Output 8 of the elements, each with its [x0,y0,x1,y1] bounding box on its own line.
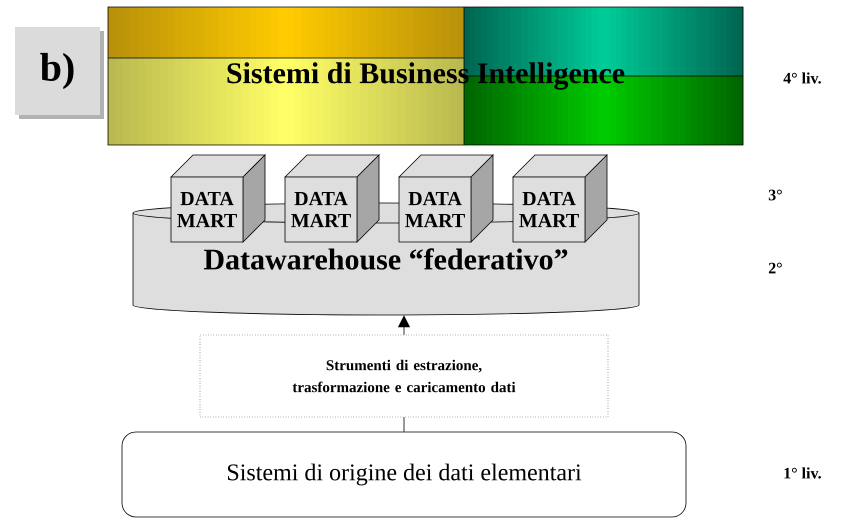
level-label: 3° [768,190,782,200]
level-label: 2° [768,262,782,274]
node-label: Datawarehouse “federativo” [204,248,568,270]
source-box: Sistemi di origine dei dati elementari [122,432,686,518]
process-box: Strumenti di estrazione, trasformazione e caricamento dati [200,334,608,418]
label-box: b) [15,27,104,119]
level-label: 4° liv. [783,72,821,84]
level-label: 1° liv. [784,467,821,479]
